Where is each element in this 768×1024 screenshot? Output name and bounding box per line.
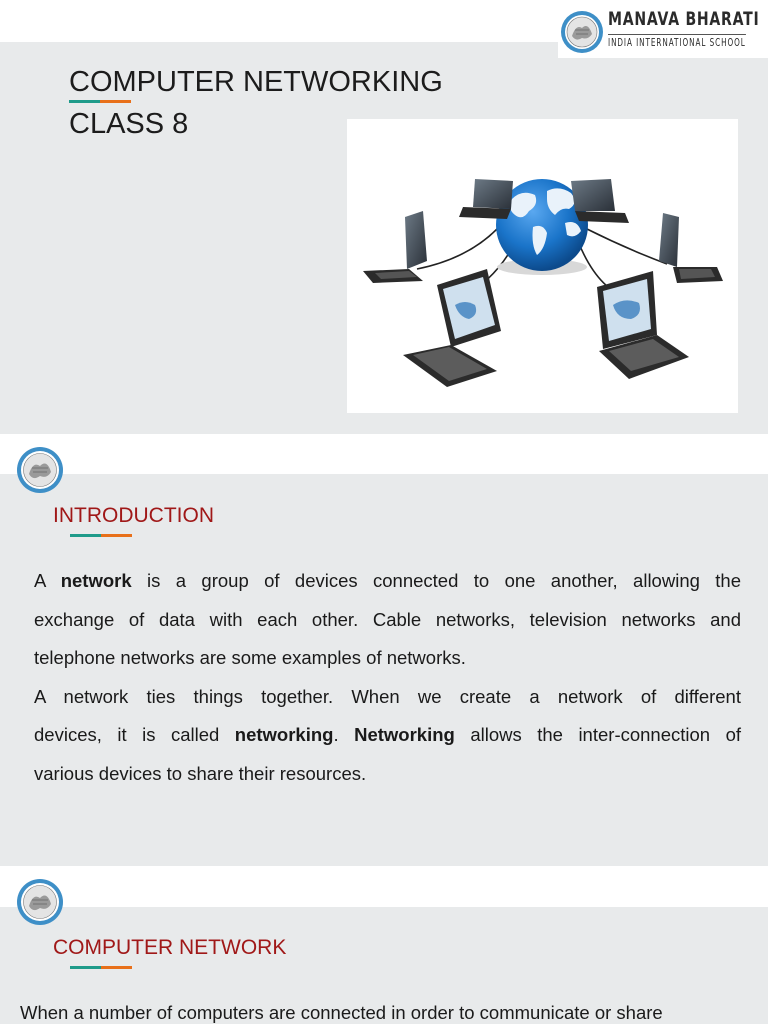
introduction-text: A network is a group of devices connecte… bbox=[34, 562, 741, 793]
slide-title: COMPUTER NETWORKING bbox=[69, 66, 443, 98]
computer-network-text: When a number of computers are connected… bbox=[20, 1002, 663, 1023]
introduction-slide bbox=[0, 474, 768, 866]
section-heading-introduction: INTRODUCTION bbox=[53, 504, 214, 527]
text-line: A network ties things together. When we … bbox=[34, 685, 741, 707]
school-name: MANAVA BHARATI bbox=[608, 8, 760, 30]
computer-network-slide bbox=[0, 907, 768, 1024]
slide-subtitle: CLASS 8 bbox=[69, 108, 189, 140]
school-subtitle: INDIA INTERNATIONAL SCHOOL bbox=[608, 34, 746, 49]
slide-gap bbox=[0, 434, 768, 474]
school-seal-icon bbox=[17, 447, 63, 493]
text-line: various devices to share their resources… bbox=[34, 762, 367, 784]
heading-accent-line bbox=[70, 966, 132, 969]
text-line: devices, it is called networking. Networ… bbox=[34, 724, 742, 745]
school-seal-icon bbox=[561, 11, 603, 53]
heading-accent-line bbox=[70, 534, 132, 537]
section-heading-computer-network: COMPUTER NETWORK bbox=[53, 936, 287, 959]
title-accent-line bbox=[69, 100, 131, 103]
school-seal-icon bbox=[17, 879, 63, 925]
text-line: exchange of data with each other. Cable … bbox=[34, 608, 741, 630]
text-line: telephone networks are some examples of … bbox=[34, 647, 466, 668]
text-line: A network is a group of devices connecte… bbox=[34, 570, 741, 591]
network-globe-icon bbox=[363, 179, 723, 387]
school-logo: MANAVA BHARATI INDIA INTERNATIONAL SCHOO… bbox=[558, 0, 768, 58]
network-illustration bbox=[347, 119, 738, 413]
slide-gap bbox=[0, 866, 768, 907]
